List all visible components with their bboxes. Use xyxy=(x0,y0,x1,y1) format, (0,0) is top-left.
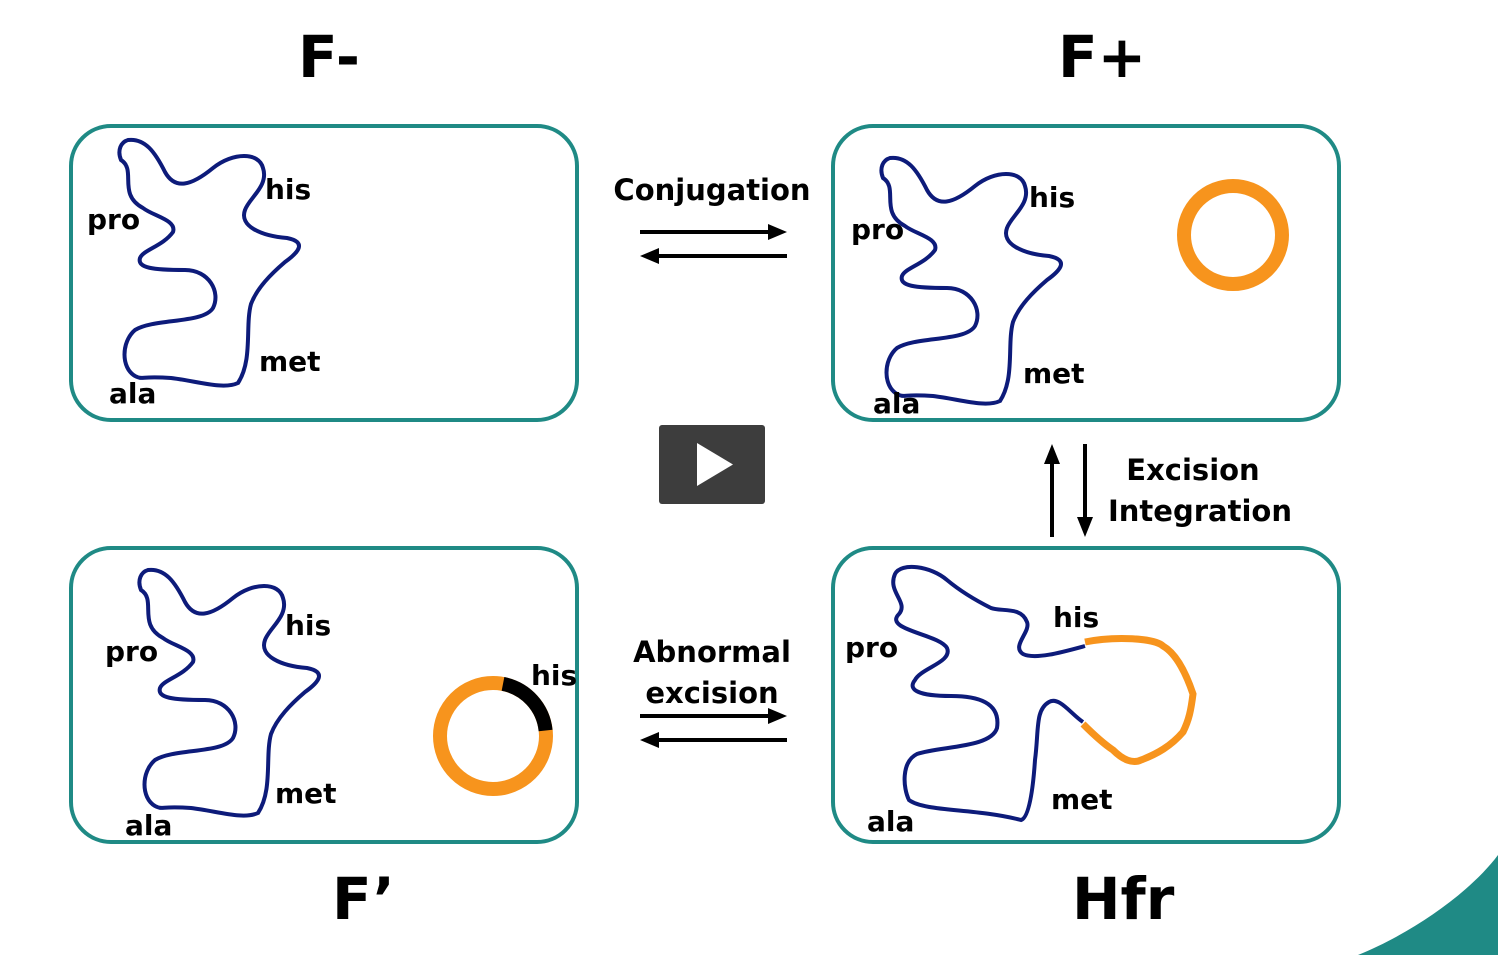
his-label: his xyxy=(1053,601,1100,634)
abnormal-excision-arrows xyxy=(640,708,787,748)
hfr-cell: his pro met ala xyxy=(831,546,1341,844)
f-prime-plasmid xyxy=(433,676,553,796)
excision-integration-label: Excision Integration xyxy=(1108,450,1292,532)
his-label: his xyxy=(285,609,332,642)
pro-label: pro xyxy=(105,635,159,668)
his-label: his xyxy=(265,173,312,206)
play-icon xyxy=(697,443,733,486)
hfr-drawing xyxy=(891,564,1197,823)
abnormal-line: Abnormal xyxy=(633,635,791,669)
hfr-title: Hfr xyxy=(1072,865,1175,933)
hfr-chromosome xyxy=(891,564,1086,823)
corner-accent xyxy=(1358,855,1498,955)
excision-line: excision xyxy=(645,676,779,711)
conjugation-label: Conjugation xyxy=(613,173,811,207)
ala-label: ala xyxy=(867,805,915,838)
met-label: met xyxy=(259,345,321,378)
f-prime-title: F’ xyxy=(332,865,395,933)
met-label: met xyxy=(275,777,337,810)
integration-line: Integration xyxy=(1108,494,1292,529)
f-plasmid xyxy=(1177,179,1289,291)
plasmid-his-label: his xyxy=(531,659,578,692)
pro-label: pro xyxy=(845,631,899,664)
f-plus-cell: his pro met ala xyxy=(831,124,1341,422)
met-label: met xyxy=(1051,783,1113,816)
ala-label: ala xyxy=(873,387,921,420)
f-minus-title: F- xyxy=(298,23,360,91)
met-label: met xyxy=(1023,357,1085,390)
f-plus-title: F+ xyxy=(1058,23,1147,91)
f-plus-drawing xyxy=(879,155,1289,406)
f-prime-drawing xyxy=(137,567,553,818)
abnormal-excision-label: Abnormal excision xyxy=(612,632,812,714)
pro-label: pro xyxy=(87,203,141,236)
pro-label: pro xyxy=(851,213,905,246)
hfr-integrated-plasmid xyxy=(1080,635,1197,766)
play-button[interactable] xyxy=(659,425,765,504)
excision-integration-arrows xyxy=(1044,444,1093,537)
his-segment xyxy=(501,677,553,732)
ala-label: ala xyxy=(109,377,157,410)
f-minus-cell: his pro met ala xyxy=(69,124,579,422)
f-prime-cell: his pro met ala his xyxy=(69,546,579,844)
ala-label: ala xyxy=(125,809,173,842)
his-label: his xyxy=(1029,181,1076,214)
excision-line: Excision xyxy=(1126,453,1260,487)
conjugation-arrows xyxy=(640,224,787,264)
